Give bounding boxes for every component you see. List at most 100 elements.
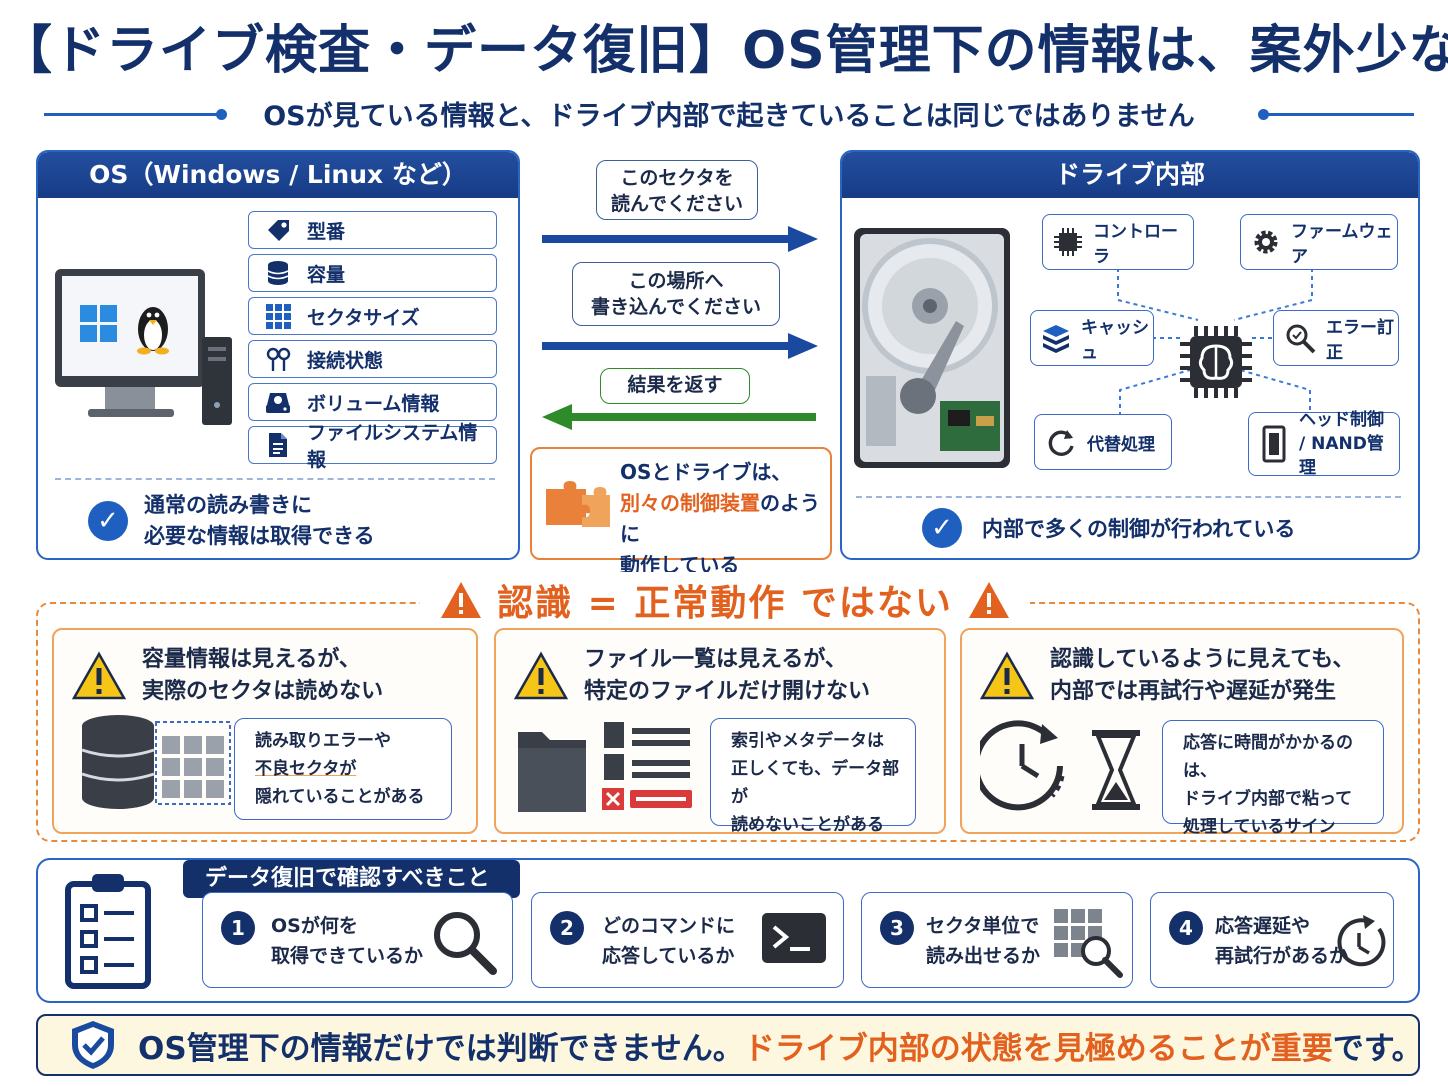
warning-head-line1: 認識しているように見えても、 xyxy=(1050,647,1355,672)
footer-main: OS管理下の情報だけでは判断できません。 xyxy=(138,1030,744,1067)
drive-connector-lines xyxy=(1117,268,1313,424)
bubble-line2: 不良セクタが xyxy=(255,759,357,779)
grid-icon xyxy=(263,303,293,329)
step-line2: 読み出せるか xyxy=(926,945,1041,967)
warning-head-line2: 特定のファイルだけ開けない xyxy=(584,679,871,704)
magnifier-check-icon xyxy=(1284,322,1316,354)
step-number: 1 xyxy=(221,911,255,945)
step-number: 3 xyxy=(880,911,914,945)
node-cache-label: キャッシュ xyxy=(1081,318,1149,363)
checklist-frame xyxy=(36,858,1420,1003)
check-icon: ✓ xyxy=(88,501,128,541)
shield-check-icon xyxy=(72,1021,114,1069)
os-item-connection: 接続状態 xyxy=(248,340,497,378)
os-check-line2: 必要な情報は取得できる xyxy=(144,524,375,548)
warning-title: 認識 = 正常動作 ではない xyxy=(497,583,953,624)
request-read-bubble: このセクタを 読んでください xyxy=(596,160,758,220)
check-icon: ✓ xyxy=(922,508,962,548)
warning-box-bubble: 読み取りエラーや 不良セクタが 隠れていることがある xyxy=(234,718,452,820)
arrow-left-result-icon xyxy=(542,404,816,430)
drive-icon xyxy=(263,389,293,415)
os-panel-divider xyxy=(55,478,495,480)
terminal-icon xyxy=(762,913,826,963)
step-number: 4 xyxy=(1169,911,1203,945)
page-title: 【ドライブ検査・データ復旧】OS管理下の情報は、案外少ない xyxy=(0,21,1448,81)
subtitle-dot-right xyxy=(1258,109,1269,120)
warning-title-row: 認識 = 正常動作 ではない xyxy=(420,572,1030,628)
os-item-label: 型番 xyxy=(307,220,346,243)
step-number: 2 xyxy=(550,911,584,945)
note-rest: のように xyxy=(620,491,820,546)
tag-icon xyxy=(263,217,293,243)
node-head-line2: / NAND管理 xyxy=(1299,434,1384,478)
linux-penguin-icon xyxy=(137,307,169,355)
database-bad-sector-icon xyxy=(81,715,231,809)
warning-box-capacity: 容量情報は見えるが、 実際のセクタは読めない 読み取りエラーや 不良セクタが 隠… xyxy=(52,628,478,834)
warning-box-bubble: 索引やメタデータは 正しくても、データ部が 読めないことがある xyxy=(710,718,916,835)
os-panel-title: OS（Windows / Linux など） xyxy=(38,152,518,198)
footer-emphasis: ドライブ内部の状態を見極めることが重要 xyxy=(743,1030,1333,1067)
node-controller: コントローラ xyxy=(1042,214,1194,270)
footer-banner: OS管理下の情報だけでは判断できません。ドライブ内部の状態を見極めることが重要で… xyxy=(36,1014,1423,1076)
separate-controller-note: OSとドライブは、 別々の制御装置のように 動作している xyxy=(530,447,832,577)
step-line1: どのコマンドに xyxy=(602,915,736,937)
node-controller-label: コントローラ xyxy=(1093,222,1178,267)
step-line1: 応答遅延や xyxy=(1215,915,1311,937)
subtitle-line-left xyxy=(44,113,219,116)
node-head-line1: ヘッド制御 xyxy=(1299,410,1384,430)
checklist-tag: データ復旧で確認すべきこと xyxy=(183,860,520,898)
node-head-nand: ヘッド制御 / NAND管理 xyxy=(1248,410,1400,478)
warning-box-head: 認識しているように見えても、 内部では再試行や遅延が発生 xyxy=(980,644,1354,708)
windows-logo-icon xyxy=(80,305,117,342)
warning-box-bubble: 応答に時間がかかるのは、 ドライブ内部で粘って 処理しているサイン xyxy=(1162,720,1384,837)
checklist-step-1: 1 OSが何を 取得できているか xyxy=(202,892,513,988)
os-item-volume: ボリューム情報 xyxy=(248,383,497,421)
pc-monitor-icon xyxy=(55,269,232,425)
search-icon xyxy=(434,912,497,975)
note-emphasis: 別々の制御装置 xyxy=(620,491,760,515)
warning-head-line2: 実際のセクタは読めない xyxy=(142,679,384,704)
sector-search-icon xyxy=(1054,909,1123,978)
checklist-step-2: 2 どのコマンドに 応答しているか xyxy=(531,892,844,988)
warning-triangle-icon xyxy=(968,582,1009,618)
caution-icon xyxy=(514,651,568,700)
drive-panel-title: ドライブ内部 xyxy=(842,152,1418,198)
node-remap-label: 代替処理 xyxy=(1087,434,1155,455)
os-item-label: ボリューム情報 xyxy=(307,392,440,415)
footer-text: OS管理下の情報だけでは判断できません。ドライブ内部の状態を見極めることが重要で… xyxy=(138,1023,1423,1068)
warning-triangle-icon xyxy=(441,582,482,618)
refresh-icon xyxy=(1045,426,1077,458)
os-item-model: 型番 xyxy=(248,211,497,249)
caution-icon xyxy=(72,651,126,700)
footer-tail: です。 xyxy=(1332,1030,1423,1067)
step-line1: OSが何を xyxy=(271,915,358,937)
warning-head-line1: ファイル一覧は見えるが、 xyxy=(584,647,847,672)
arrow-right-write-icon xyxy=(542,333,818,359)
bubble-line3: 隠れていることがある xyxy=(255,787,425,807)
folder-file-error-icon xyxy=(518,722,692,812)
result-label: 結果を返す xyxy=(627,374,723,396)
caution-icon xyxy=(980,651,1034,700)
step-line2: 応答しているか xyxy=(602,945,735,967)
step-line2: 取得できているか xyxy=(271,945,424,967)
drive-panel-divider xyxy=(856,496,1401,498)
hdd-icon xyxy=(854,228,1010,468)
connection-icon xyxy=(263,346,293,372)
chip-icon xyxy=(1053,227,1083,257)
document-icon xyxy=(263,432,293,458)
request-read-line2: 読んでください xyxy=(610,193,744,215)
node-cache: キャッシュ xyxy=(1030,310,1154,366)
bubble-line1: 読み取りエラーや xyxy=(255,731,391,751)
os-check-line1: 通常の読み書きに xyxy=(144,493,312,517)
request-read-line1: このセクタを xyxy=(620,167,734,189)
bubble-line1: 応答に時間がかかるのは、 xyxy=(1183,733,1353,781)
subtitle-dot-left xyxy=(216,109,227,120)
warning-box-latency: 認識しているように見えても、 内部では再試行や遅延が発生 応答に時間がかかるのは… xyxy=(960,628,1404,837)
note-line1: OSとドライブは、 xyxy=(620,460,792,484)
cube-stack-icon xyxy=(1041,323,1071,353)
warning-box-file-list: ファイル一覧は見えるが、 特定のファイルだけ開けない 索引やメタデータは 正しく… xyxy=(494,628,946,835)
clock-hourglass-icon xyxy=(980,720,1140,811)
subtitle-row: OSが見ている情報と、ドライブ内部で起きていることは同じではありません xyxy=(44,94,1414,134)
page-subtitle: OSが見ている情報と、ドライブ内部で起きていることは同じではありません xyxy=(263,101,1195,132)
warning-box-head: 容量情報は見えるが、 実際のセクタは読めない xyxy=(72,644,383,708)
